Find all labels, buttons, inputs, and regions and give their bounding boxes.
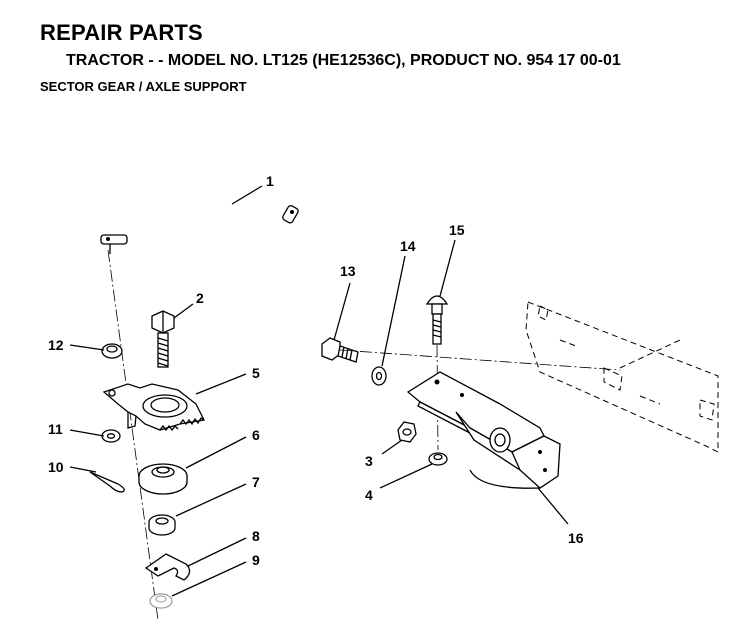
callout-2: 2	[196, 290, 204, 306]
bolt-part	[151, 310, 175, 368]
callout-10: 10	[48, 459, 64, 475]
model-subtitle: TRACTOR - - MODEL NO. LT125 (HE12536C), …	[66, 52, 621, 69]
nut-part-3	[397, 421, 417, 443]
carriage-bolt-part	[425, 295, 449, 345]
nut-part-4	[428, 452, 448, 466]
callout-7: 7	[252, 474, 260, 490]
sector-gear-part	[102, 383, 205, 432]
callout-4: 4	[365, 487, 373, 503]
callout-11: 11	[48, 421, 63, 437]
locknut-part	[101, 343, 123, 359]
nut-part-9	[149, 593, 173, 609]
drag-link-part	[100, 187, 299, 263]
callout-15: 15	[449, 222, 465, 238]
callout-3: 3	[365, 453, 373, 469]
bolt-axis-line	[436, 344, 439, 451]
axle-support-bracket	[406, 371, 561, 489]
cotter-pin-part	[89, 471, 125, 493]
callout-5: 5	[252, 365, 260, 381]
page-title: REPAIR PARTS	[40, 20, 203, 45]
section-title: SECTOR GEAR / AXLE SUPPORT	[40, 79, 247, 94]
callout-14: 14	[400, 238, 416, 254]
callout-8: 8	[252, 528, 260, 544]
washer-part-14	[371, 366, 387, 386]
clip-part	[144, 553, 191, 581]
washer-part-11	[101, 429, 121, 443]
callout-9: 9	[252, 552, 260, 568]
spacer-part	[148, 514, 176, 536]
leader-lines	[69, 185, 569, 597]
callout-13: 13	[340, 263, 356, 279]
callout-6: 6	[252, 427, 260, 443]
mounting-axis-line	[339, 349, 621, 371]
front-axle-phantom	[525, 301, 719, 453]
callout-1: 1	[266, 173, 274, 189]
callout-12: 12	[48, 337, 64, 353]
assembly-axis-line	[107, 249, 159, 621]
callout-16: 16	[568, 530, 584, 546]
flanged-bushing-part	[138, 463, 188, 495]
